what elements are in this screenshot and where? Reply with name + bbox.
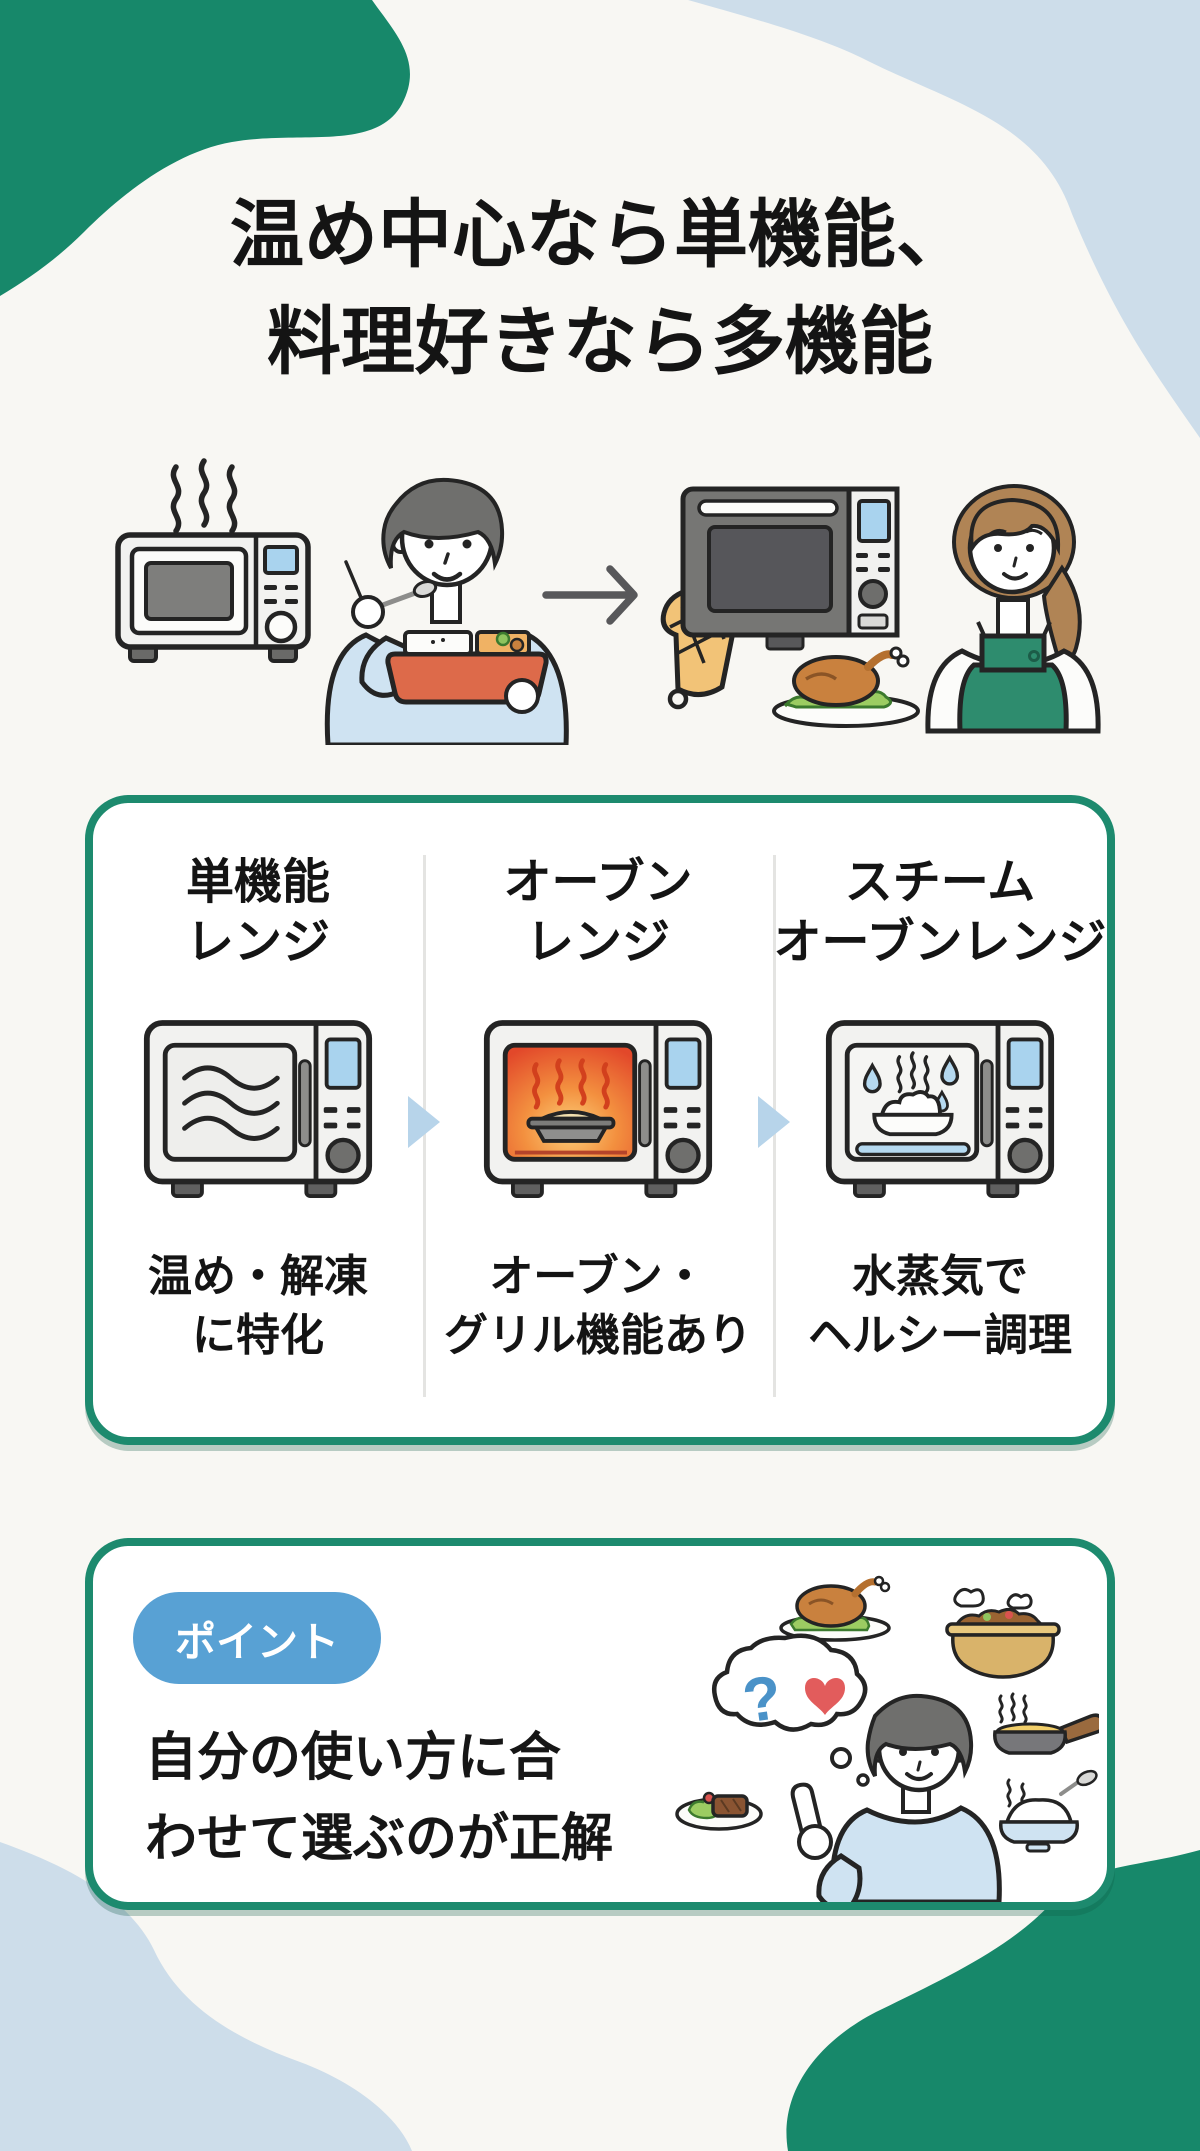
arrow-next-icon [758, 1096, 790, 1148]
steam-icon [170, 458, 238, 534]
point-card: ポイント 自分の使い方に合 わせて選ぶのが正解 [85, 1538, 1115, 1910]
blob-bottom-right [786, 1850, 1200, 2151]
rice-bowl-icon [999, 1769, 1098, 1853]
blob-bottom-left [0, 1842, 412, 2151]
arrow-next-icon [408, 1096, 440, 1148]
man-thinking-illustration [790, 1693, 1002, 1902]
woman-cook-illustration [925, 484, 1101, 734]
oven-range-microwave-icon [483, 1020, 713, 1198]
point-text: 自分の使い方に合 わせて選ぶのが正解 [145, 1729, 614, 1868]
roast-chicken-icon [772, 646, 920, 728]
page-title-line1: 温め中心なら単機能、 [230, 193, 970, 276]
blob-top-left [0, 0, 410, 296]
column-description: 温め・解凍 に特化 [148, 1252, 368, 1360]
page-title-line2: 料理好きなら多機能 [267, 299, 933, 383]
steak-plate-icon [675, 1791, 763, 1831]
point-badge: ポイント [133, 1592, 381, 1684]
multifunction-oven-icon [680, 486, 900, 651]
blob-top-right [688, 0, 1200, 438]
column-description: オーブン・ グリル機能あり [444, 1252, 752, 1360]
roast-chicken-icon [779, 1575, 891, 1642]
page-title: 温め中心なら単機能、 料理好きなら多機能 [0, 182, 1200, 395]
column-description: 水蒸気で ヘルシー調理 [808, 1252, 1072, 1360]
column-oven-range: オーブン レンジ [423, 803, 773, 1437]
steam-oven-microwave-icon [825, 1020, 1055, 1198]
simple-microwave-icon [115, 532, 311, 663]
heart-icon [805, 1678, 845, 1715]
column-steam-oven-range: スチーム オーブンレンジ [773, 803, 1107, 1437]
man-eating-illustration [324, 477, 569, 745]
point-badge-label: ポイント [175, 1619, 339, 1665]
frying-pan-icon [993, 1692, 1099, 1755]
comparison-card: 単機能 レンジ [85, 795, 1115, 1445]
column-single-function: 単機能 レンジ [93, 803, 423, 1437]
single-function-microwave-icon [143, 1020, 373, 1198]
hero-illustration [115, 458, 1101, 745]
point-illustration: ? [675, 1575, 1099, 1902]
column-title: スチーム オーブンレンジ [773, 856, 1107, 969]
hot-pot-icon [945, 1587, 1061, 1679]
thought-bubble-icon: ? [712, 1633, 870, 1787]
column-title: 単機能 レンジ [185, 856, 330, 969]
column-title: オーブン レンジ [503, 856, 693, 969]
arrow-right-icon [542, 565, 638, 625]
